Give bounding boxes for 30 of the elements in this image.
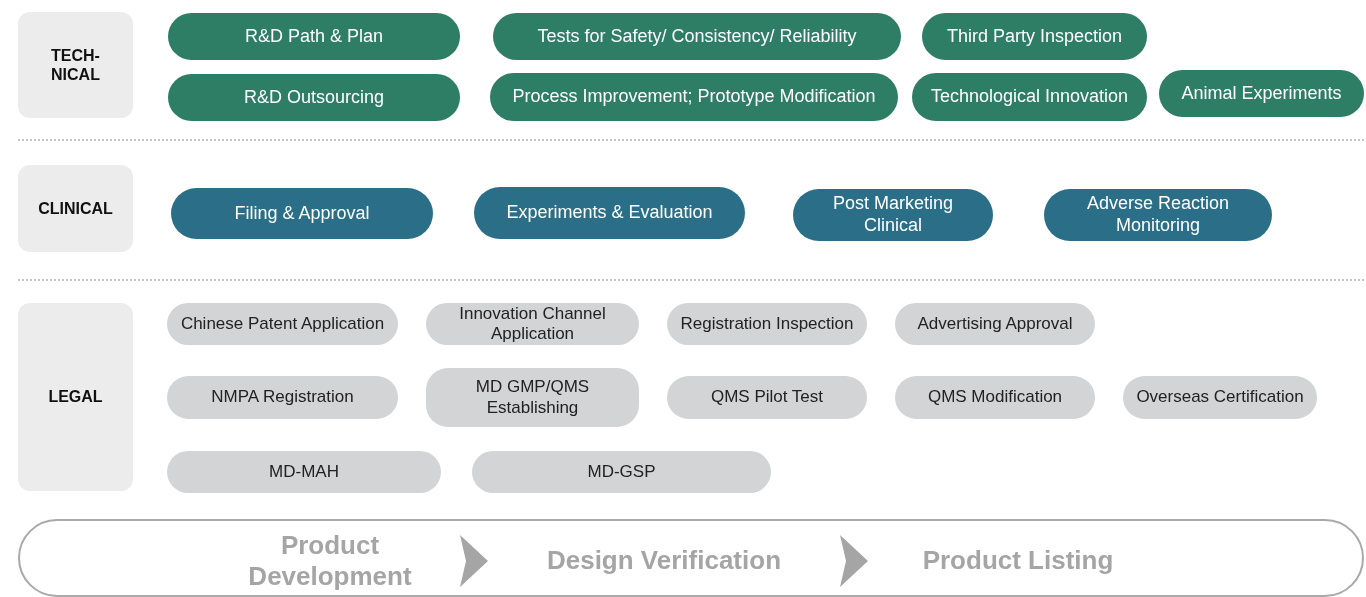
task-pill: Process Improvement; Prototype Modification	[490, 73, 898, 121]
task-pill: Advertising Approval	[895, 303, 1095, 345]
category-label: LEGAL	[18, 303, 133, 491]
category-label: CLINICAL	[18, 165, 133, 252]
task-pill: Technological Innovation	[912, 73, 1147, 121]
task-pill: Filing & Approval	[171, 188, 433, 239]
task-pill: Animal Experiments	[1159, 70, 1364, 117]
category-label: TECH- NICAL	[18, 12, 133, 118]
task-pill: MD GMP/QMS Establishing	[426, 368, 639, 427]
task-pill: R&D Outsourcing	[168, 74, 460, 121]
task-pill: NMPA Registration	[167, 376, 398, 419]
task-pill: Registration Inspection	[667, 303, 867, 345]
stage-label: Product Listing	[868, 541, 1168, 581]
task-pill: MD-MAH	[167, 451, 441, 493]
task-pill: Chinese Patent Application	[167, 303, 398, 345]
stage-label: Design Verification	[488, 541, 840, 581]
chevron-arrow	[460, 535, 488, 587]
task-pill: MD-GSP	[472, 451, 771, 493]
stage-label: Product Development	[200, 528, 460, 594]
task-pill: Innovation Channel Application	[426, 303, 639, 345]
task-pill: R&D Path & Plan	[168, 13, 460, 60]
task-pill: Overseas Certification	[1123, 376, 1317, 419]
task-pill: Adverse Reaction Monitoring	[1044, 189, 1272, 241]
task-pill: QMS Modification	[895, 376, 1095, 419]
task-pill: Third Party Inspection	[922, 13, 1147, 60]
chevron-arrow	[840, 535, 868, 587]
task-pill: Experiments & Evaluation	[474, 187, 745, 239]
task-pill: Tests for Safety/ Consistency/ Reliability	[493, 13, 901, 60]
task-pill: Post Marketing Clinical	[793, 189, 993, 241]
task-pill: QMS Pilot Test	[667, 376, 867, 419]
